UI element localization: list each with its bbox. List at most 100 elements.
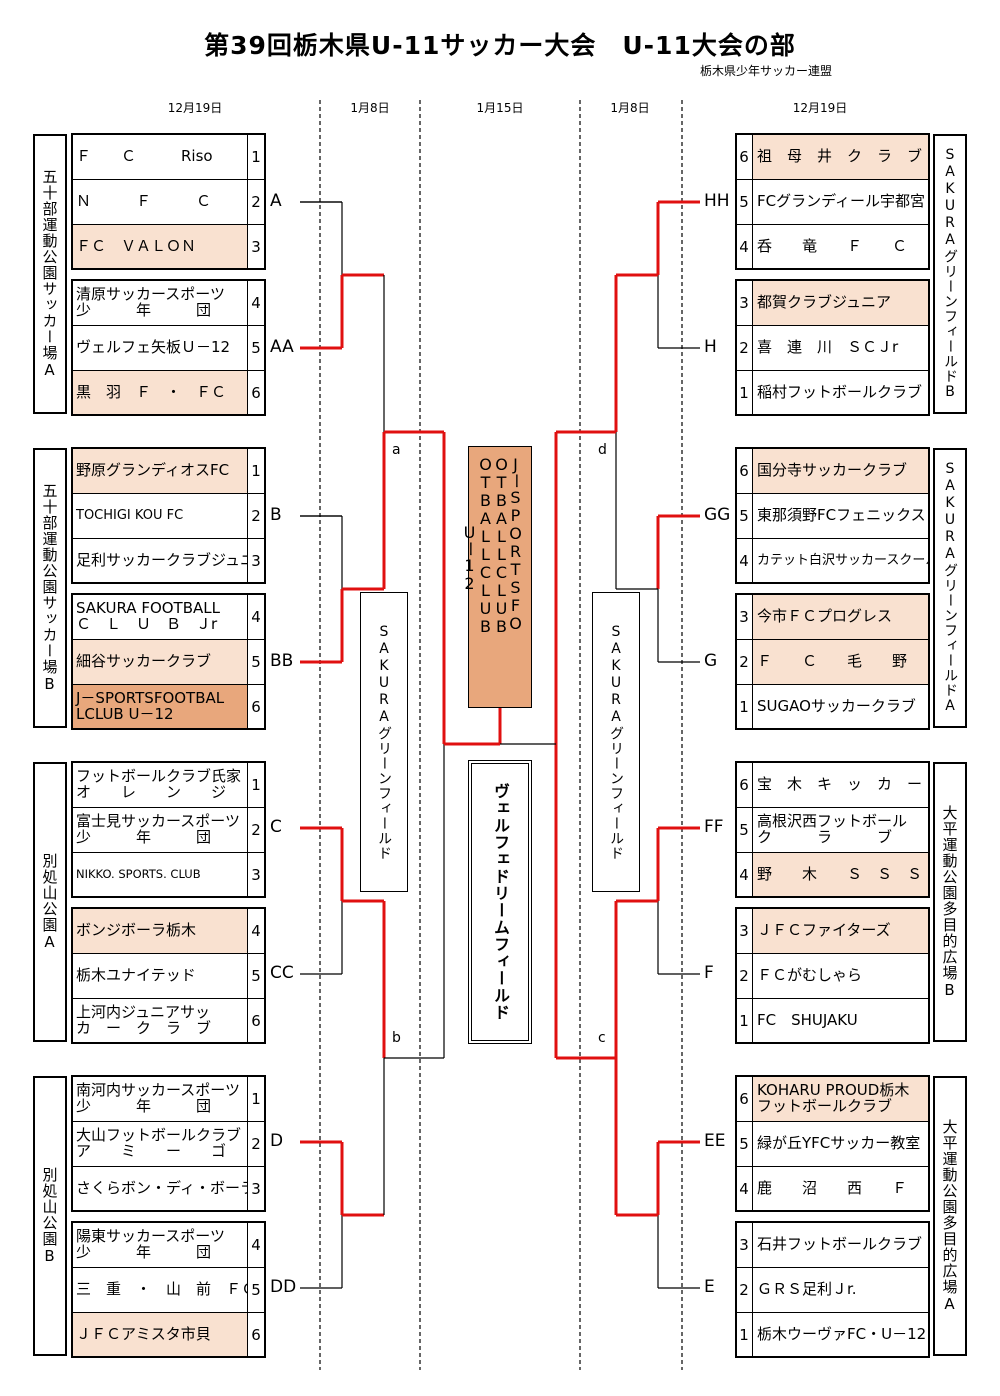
- venue-right-b: SAKURAグリーンフィールドA: [933, 448, 967, 728]
- right-team-name: 東那須野FCフェニックス: [757, 505, 926, 524]
- row-divider: [71, 1267, 266, 1268]
- left-team-name: 清原サッカースポーツ 少 年 団: [76, 284, 225, 319]
- row-divider: [735, 807, 930, 808]
- right-team-number: 1: [739, 1325, 749, 1344]
- row-divider: [735, 493, 930, 494]
- right-team-name: 高根沢西フットボール ク ラ ブ: [757, 811, 908, 846]
- semi-label-c: c: [598, 1030, 606, 1046]
- right-team-number: 2: [739, 1280, 749, 1299]
- left-team-number: 5: [251, 966, 261, 985]
- right-team-number: 3: [739, 1235, 749, 1254]
- left-team-number: 5: [251, 1280, 261, 1299]
- right-team-number: 6: [739, 461, 749, 480]
- right-team-name: 石井フットボールクラブ: [757, 1234, 923, 1253]
- left-team-name: 陽東サッカースポーツ 少 年 団: [76, 1226, 225, 1261]
- right-team-name: KOHARU PROUD栃木 フットボールクラブ: [753, 1076, 928, 1121]
- row-divider: [735, 1121, 930, 1122]
- row-divider: [71, 807, 266, 808]
- right-team-name: 都賀クラブジュニア: [753, 280, 928, 325]
- date-round1-right: 12月19日: [792, 101, 848, 115]
- semi-label-b: b: [392, 1030, 401, 1046]
- left-team-number: 6: [251, 1011, 261, 1030]
- right-team-name: Ｆ Ｃ 毛 野: [753, 639, 928, 684]
- left-team-name: 富士見サッカースポーツ 少 年 団: [76, 811, 240, 846]
- row-divider: [71, 538, 266, 539]
- right-team-name: カテット白沢サッカースクール: [757, 552, 928, 568]
- row-divider: [71, 639, 266, 640]
- right-team-number: 1: [739, 383, 749, 402]
- left-group-box: [71, 761, 266, 898]
- right-team-number: 4: [739, 237, 749, 256]
- venue-left-c: 別処山公園A: [33, 762, 67, 1042]
- left-team-number: 2: [251, 192, 261, 211]
- right-group-box: [735, 1221, 930, 1358]
- left-team-name: 南河内サッカースポーツ 少 年 団: [76, 1080, 240, 1115]
- right-team-name: 国分寺サッカークラブ: [753, 448, 928, 493]
- right-team-number: 4: [739, 865, 749, 884]
- left-team-name: ボンジボーラ栃木: [72, 908, 247, 953]
- left-team-number: 6: [251, 1325, 261, 1344]
- row-divider: [71, 224, 266, 225]
- venue-semifinal-left: SAKURAグリーンフィールド: [360, 592, 408, 892]
- left-team-name: 野原グランディオスFC: [72, 448, 247, 493]
- row-divider: [71, 1312, 266, 1313]
- match-label-left: AA: [270, 337, 294, 357]
- left-team-name: 三 重 ・ 山 前 ＦＣ: [76, 1279, 247, 1298]
- right-team-name: FC SHUJAKU: [757, 1010, 858, 1029]
- right-team-name: ＧＲＳ足利Ｊr.: [757, 1279, 857, 1298]
- right-team-name: 鹿 沼 西 Ｆ Ｃ: [757, 1178, 908, 1197]
- right-team-number: 2: [739, 966, 749, 985]
- match-label-right: E: [704, 1277, 715, 1297]
- row-divider: [735, 370, 930, 371]
- right-team-number: 4: [739, 551, 749, 570]
- page-title: 第39回栃木県U-11サッカー大会 U-11大会の部: [204, 31, 796, 60]
- left-team-name: NIKKO. SPORTS. CLUB: [76, 867, 201, 882]
- right-team-name: 野 木 Ｓ Ｓ Ｓ: [753, 852, 928, 897]
- left-team-number: 3: [251, 1179, 261, 1198]
- left-team-name: 黒 羽 Ｆ ・ ＦＣ: [72, 370, 247, 415]
- number-divider: [247, 1222, 248, 1357]
- right-team-name: 祖 母 井 ク ラ ブ: [753, 134, 928, 179]
- champion-col3: OTBALLCLUB: [476, 455, 495, 635]
- right-team-number: 6: [739, 775, 749, 794]
- match-label-right: GG: [704, 505, 731, 525]
- right-team-name: 稲村フットボールクラブ: [757, 382, 923, 401]
- left-team-name: 細谷サッカークラブ: [72, 639, 247, 684]
- number-divider: [752, 1222, 753, 1357]
- match-label-left: BB: [270, 651, 294, 671]
- match-label-right: H: [704, 337, 717, 357]
- left-team-name: SAKURA FOOTBALL Ｃ Ｌ Ｕ Ｂ Ｊr: [76, 598, 220, 633]
- date-round1-left: 12月19日: [167, 101, 223, 115]
- match-label-right: HH: [704, 191, 730, 211]
- left-team-number: 1: [251, 147, 261, 166]
- left-team-number: 1: [251, 1089, 261, 1108]
- left-team-number: 1: [251, 775, 261, 794]
- left-team-number: 2: [251, 820, 261, 839]
- right-team-number: 5: [739, 506, 749, 525]
- left-team-number: 5: [251, 652, 261, 671]
- left-team-number: 4: [251, 293, 261, 312]
- right-group-box: [735, 1075, 930, 1212]
- right-team-number: 6: [739, 147, 749, 166]
- venue-left-d: 別処山公園B: [33, 1076, 67, 1356]
- right-team-name: SUGAOサッカークラブ: [757, 696, 916, 715]
- number-divider: [247, 1076, 248, 1211]
- left-team-number: 4: [251, 921, 261, 940]
- row-divider: [735, 852, 930, 853]
- date-round2-left: 1月8日: [350, 101, 390, 115]
- right-team-number: 5: [739, 820, 749, 839]
- date-final: 1月15日: [476, 101, 524, 115]
- semi-label-d: d: [598, 442, 607, 458]
- match-label-left: CC: [270, 963, 294, 983]
- venue-right-c: 大平運動公園多目的広場B: [933, 762, 967, 1042]
- left-group-box: [71, 593, 266, 730]
- match-label-left: DD: [270, 1277, 297, 1297]
- semi-label-a: a: [392, 442, 401, 458]
- right-group-box: [735, 279, 930, 416]
- number-divider: [752, 762, 753, 897]
- left-team-number: 5: [251, 338, 261, 357]
- right-team-number: 3: [739, 921, 749, 940]
- right-team-number: 1: [739, 1011, 749, 1030]
- right-team-number: 6: [739, 1089, 749, 1108]
- left-team-name: 上河内ジュニアサッ カ ー ク ラ ブ: [76, 1002, 212, 1037]
